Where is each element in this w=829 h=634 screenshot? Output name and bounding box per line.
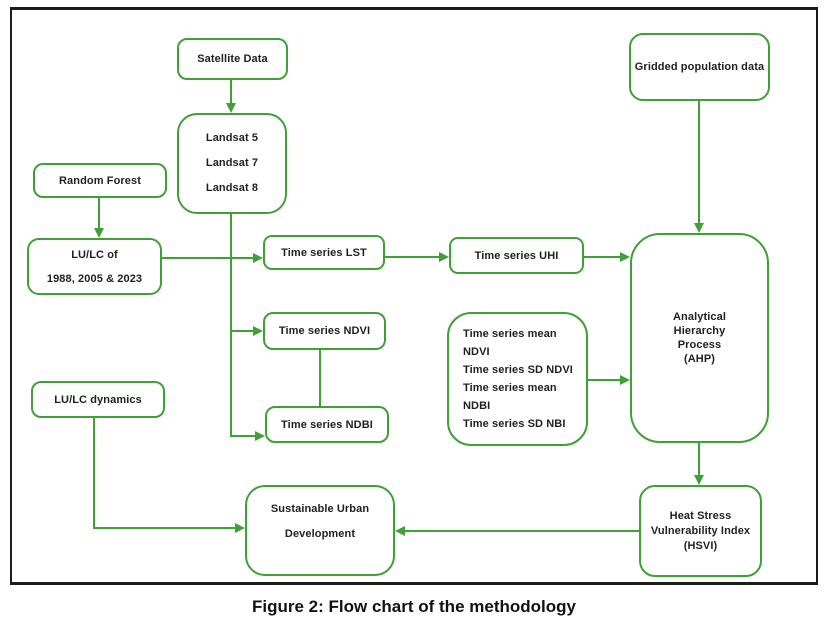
node-label: Gridded population data: [634, 61, 765, 73]
arrowhead-right-icon: [253, 326, 263, 336]
edge-stats-to-ahp: [588, 379, 620, 381]
node-label-line: Vulnerability Index: [650, 524, 751, 537]
node-label-line: (HSVI): [683, 539, 718, 552]
node-ahp: Analytical Hierarchy Process (AHP): [630, 233, 769, 443]
edge-ahp-to-hsvi: [698, 443, 700, 475]
node-label: Random Forest: [59, 174, 141, 187]
node-random-forest: Random Forest: [33, 163, 167, 198]
edge-landsat-to-ndvi: [230, 330, 253, 332]
edge-lst-to-uhi: [385, 256, 439, 258]
arrowhead-down-icon: [694, 223, 704, 233]
edge-ndvi-to-ndbi: [319, 350, 321, 406]
node-label: Time series NDBI: [281, 418, 373, 431]
node-label: LU/LC dynamics: [54, 393, 142, 406]
node-label-line: Hierarchy: [673, 325, 726, 337]
node-satellite-data: Satellite Data: [177, 38, 288, 80]
arrowhead-right-icon: [255, 431, 265, 441]
node-time-series-ndvi: Time series NDVI: [263, 312, 386, 350]
node-label: Time series LST: [281, 246, 367, 259]
edge-randomforest-to-lulc: [98, 198, 100, 229]
node-label-line: Sustainable Urban: [270, 503, 370, 515]
arrowhead-right-icon: [620, 375, 630, 385]
node-gridded-population-data: Gridded population data: [629, 33, 770, 101]
edge-gridded-to-ahp: [698, 101, 700, 224]
arrowhead-left-icon: [395, 526, 405, 536]
node-label: Time series NDVI: [278, 325, 371, 337]
node-label-line: Heat Stress: [669, 509, 732, 522]
node-label-line: Analytical: [673, 311, 726, 323]
edge-uhi-to-ahp: [584, 256, 620, 258]
node-label-line: Landsat 5: [205, 132, 259, 144]
node-label-line: 1988, 2005 & 2023: [46, 272, 143, 285]
edge-lulc-to-lst: [162, 257, 253, 259]
node-label: Satellite Data: [197, 53, 268, 65]
edge-lulcdynamics-down: [93, 418, 95, 529]
node-label-line: Time series mean NDBI: [463, 382, 557, 412]
node-label-line: Time series mean NDVI: [463, 328, 557, 358]
node-time-series-uhi: Time series UHI: [449, 237, 584, 274]
node-lulc-dynamics: LU/LC dynamics: [31, 381, 165, 418]
edge-lulcdynamics-to-sud: [93, 527, 235, 529]
arrowhead-right-icon: [439, 252, 449, 262]
arrowhead-down-icon: [94, 228, 104, 238]
node-label-line: (AHP): [683, 353, 716, 365]
arrowhead-down-icon: [694, 475, 704, 485]
arrowhead-right-icon: [253, 253, 263, 263]
edge-satellite-to-landsat: [230, 80, 232, 104]
node-label: Time series UHI: [474, 249, 559, 262]
edge-landsat-to-ndbi: [230, 435, 255, 437]
node-label-line: Development: [284, 528, 356, 540]
node-time-series-lst: Time series LST: [263, 235, 385, 270]
node-landsat: Landsat 5 Landsat 7 Landsat 8: [177, 113, 287, 214]
edge-landsat-trunk: [230, 214, 232, 437]
arrowhead-right-icon: [235, 523, 245, 533]
node-label-line: Landsat 8: [205, 182, 259, 194]
node-lulc-of: LU/LC of 1988, 2005 & 2023: [27, 238, 162, 295]
node-label-line: LU/LC of: [71, 248, 118, 261]
node-hsvi: Heat Stress Vulnerability Index (HSVI): [639, 485, 762, 577]
node-label-line: Process: [677, 339, 722, 351]
arrowhead-right-icon: [620, 252, 630, 262]
node-time-series-stats: Time series mean NDVI Time series SD NDV…: [447, 312, 588, 446]
node-sustainable-urban-development: Sustainable Urban Development: [245, 485, 395, 576]
arrowhead-down-icon: [226, 103, 236, 113]
figure-caption: Figure 2: Flow chart of the methodology: [252, 597, 576, 616]
node-label-line: Time series SD NDVI: [463, 364, 573, 376]
node-label-line: Landsat 7: [205, 157, 259, 169]
node-time-series-ndbi: Time series NDBI: [265, 406, 389, 443]
edge-hsvi-to-sud: [405, 530, 639, 532]
node-label-line: Time series SD NBI: [463, 418, 566, 430]
